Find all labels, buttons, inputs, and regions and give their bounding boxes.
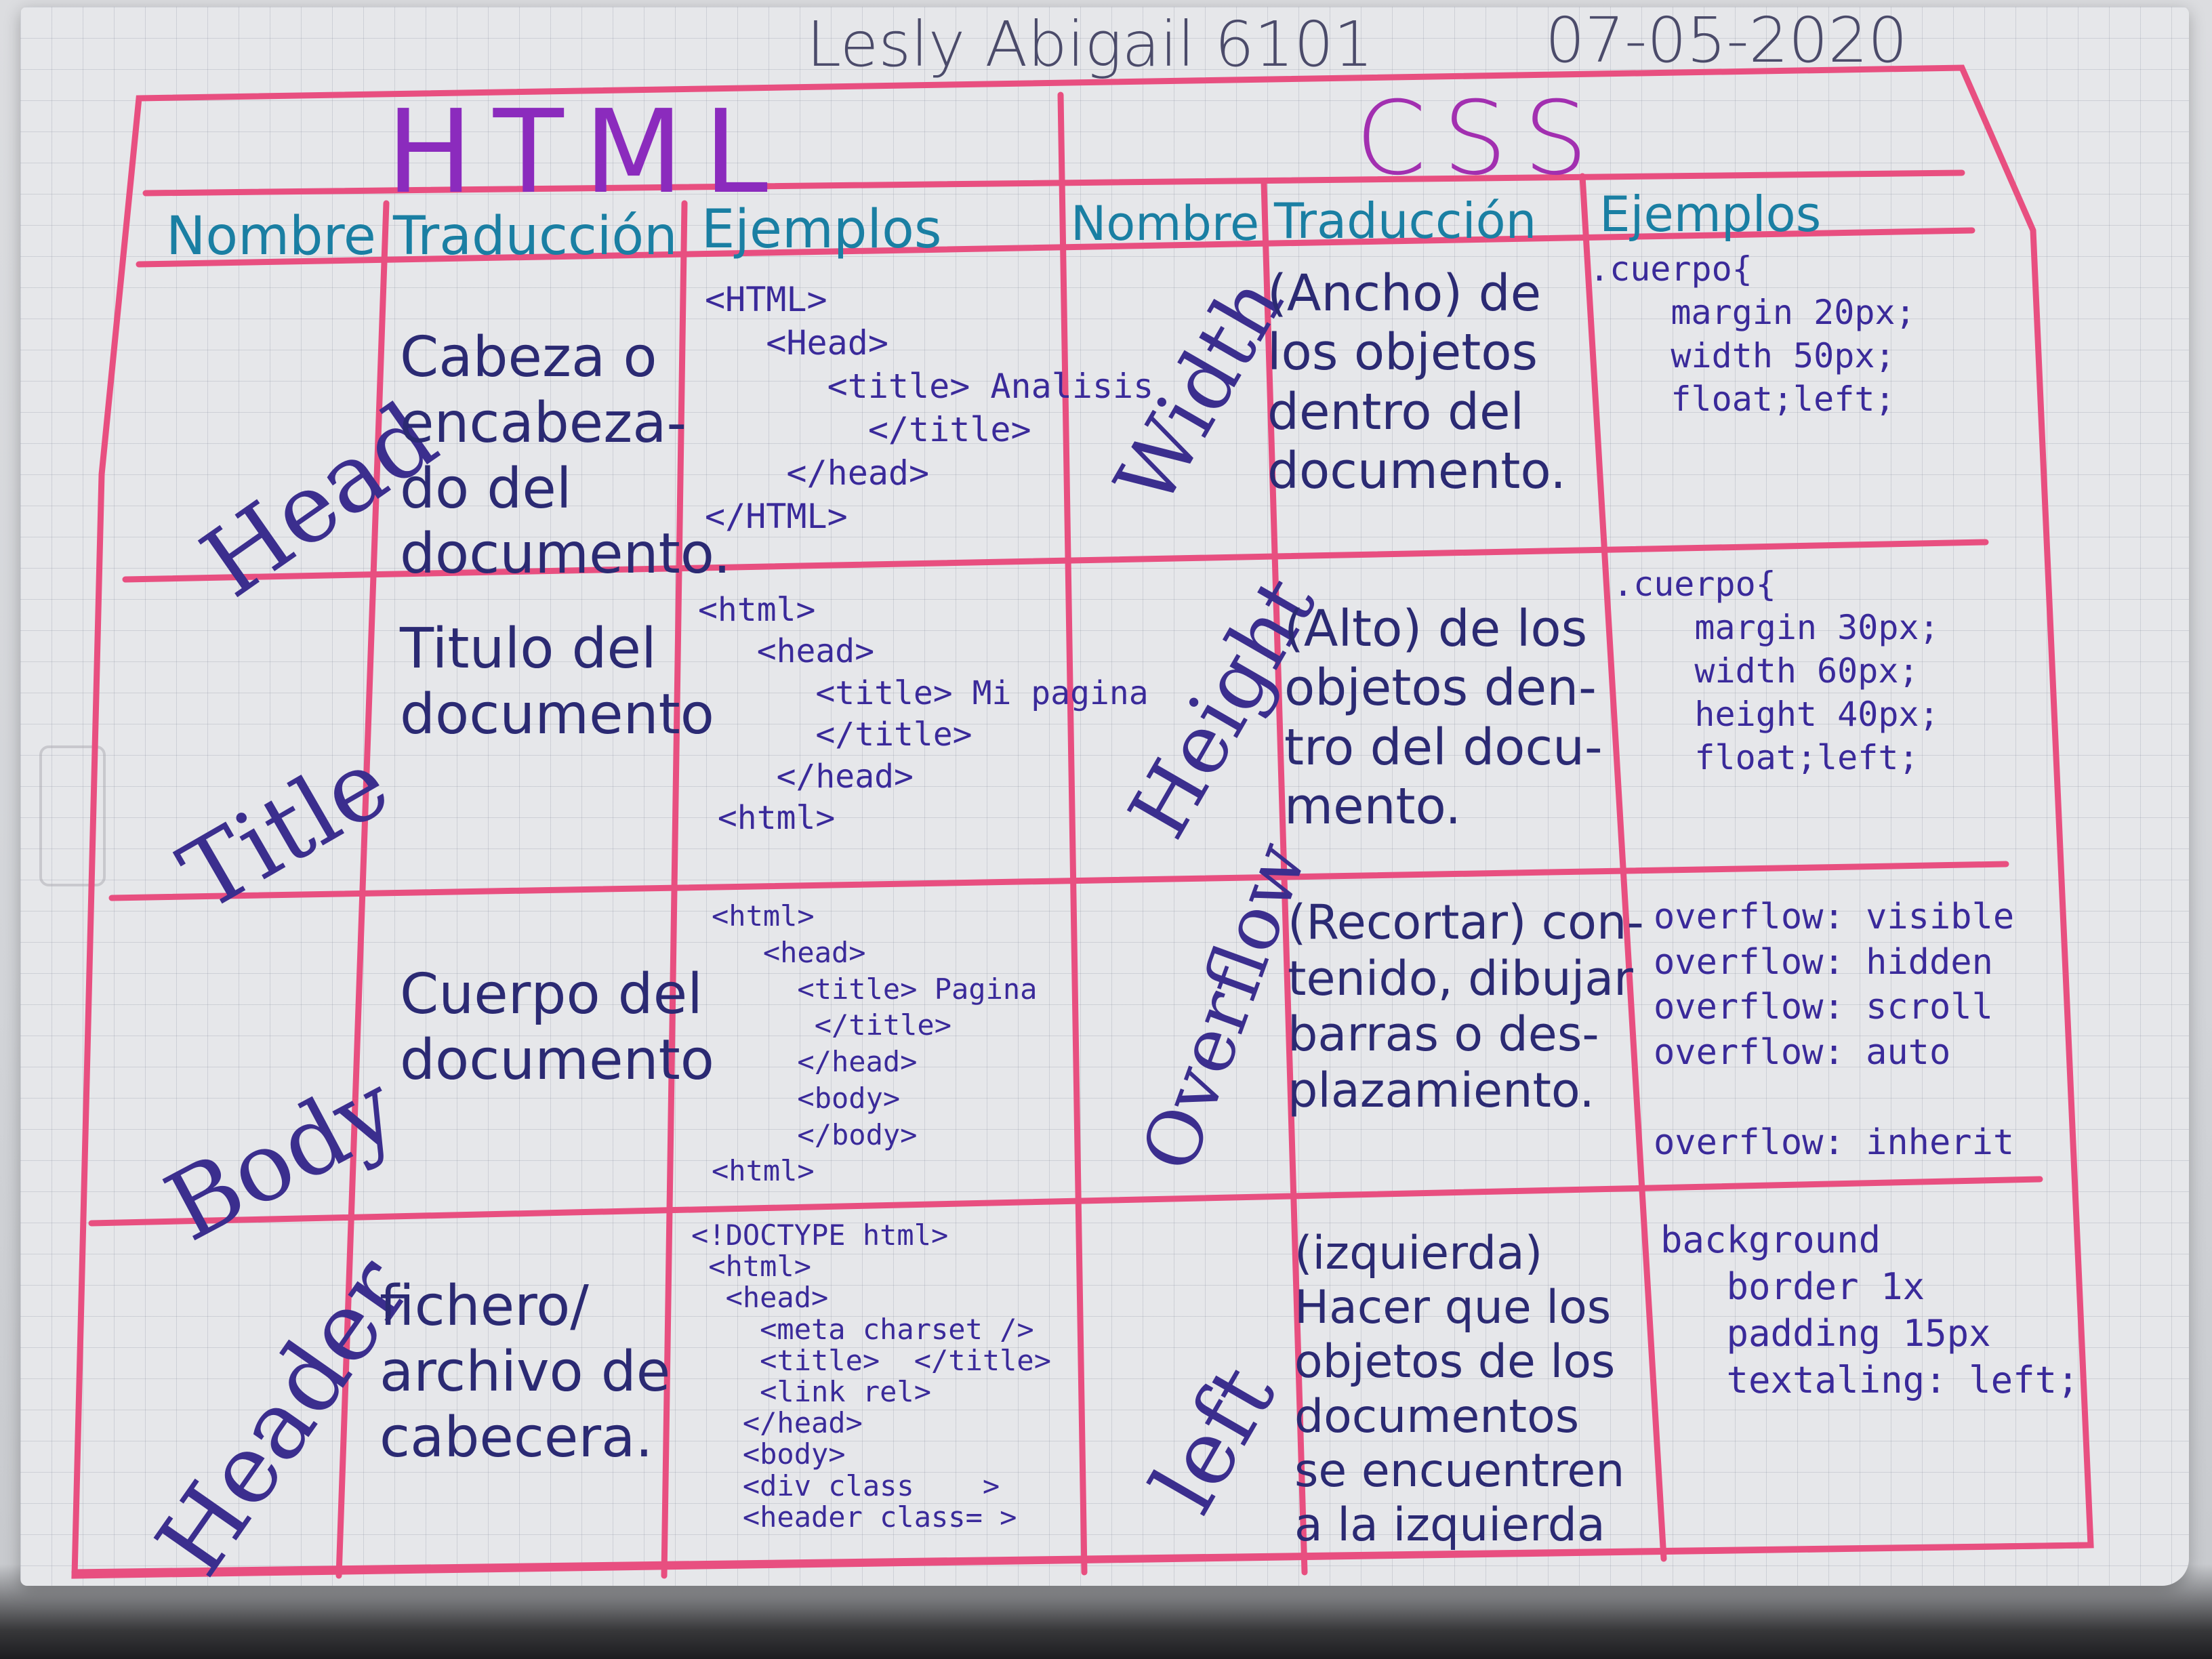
- html-row-3-translation: Cuerpo del documento: [400, 962, 714, 1092]
- html-row-4-translation: fichero/ archivo de cabecera.: [380, 1274, 671, 1470]
- html-row-1-translation: Cabeza o encabeza- do del documento.: [400, 325, 731, 587]
- html-row-3-example: <html> <head> <title> Pagina </title> </…: [712, 899, 1038, 1188]
- html-row-2-translation: Titulo del documento: [400, 617, 714, 747]
- col-line-5: [1579, 173, 1667, 1562]
- row-line-3: [88, 1176, 2043, 1227]
- css-row-2-example: .cuerpo{ margin 30px; width 60px; height…: [1613, 565, 1940, 777]
- html-row-2-example: <html> <head> <title> Mi pagina </title>…: [698, 591, 1149, 838]
- section-title-css: CSS: [1355, 80, 1605, 198]
- col-header-css-nombre: Nombre: [1071, 196, 1260, 251]
- row-line-1: [122, 539, 1989, 583]
- col-line-2: [661, 200, 688, 1579]
- column-header-line: [136, 227, 1975, 268]
- background-tab-shape: [39, 745, 106, 886]
- css-row-1-translation: (Ancho) de los objetos dentro del docume…: [1267, 264, 1566, 500]
- css-row-2-translation: (Alto) de los objetos den- tro del docu-…: [1284, 600, 1603, 836]
- css-row-3-example: overflow: visible overflow: hidden overf…: [1654, 897, 2015, 1163]
- css-row-1-example: .cuerpo{ margin 20px; width 50px; float;…: [1589, 249, 1916, 419]
- section-header-line: [142, 169, 1965, 197]
- col-line-1: [335, 200, 390, 1579]
- html-row-1-example: <HTML> <Head> <title> Analisis </title> …: [705, 280, 1154, 536]
- col-header-css-ejemplos: Ejemplos: [1599, 186, 1822, 243]
- col-line-section: [1057, 91, 1088, 1576]
- col-header-html-nombre: Nombre: [166, 206, 376, 267]
- author-name: Lesly Abigail 6101: [806, 8, 1374, 81]
- css-row-4-example: background border 1x padding 15px textal…: [1660, 1218, 2079, 1402]
- html-row-4-example: <!DOCTYPE html> <html> <head> <meta char…: [691, 1218, 1052, 1534]
- css-row-3-translation: (Recortar) con- tenido, dibujar barras o…: [1288, 895, 1644, 1118]
- row-line-2: [108, 861, 2009, 901]
- css-row-4-translation: (izquierda) Hacer que los objetos de los…: [1294, 1227, 1625, 1553]
- section-title-html: HTML: [386, 85, 789, 220]
- col-header-html-traduccion: Traducción: [393, 206, 678, 267]
- date-text: 07-05-2020: [1545, 4, 1908, 77]
- col-header-css-traduccion: Traducción: [1274, 192, 1537, 249]
- col-header-html-ejemplos: Ejemplos: [701, 199, 942, 260]
- col-line-4: [1261, 180, 1308, 1576]
